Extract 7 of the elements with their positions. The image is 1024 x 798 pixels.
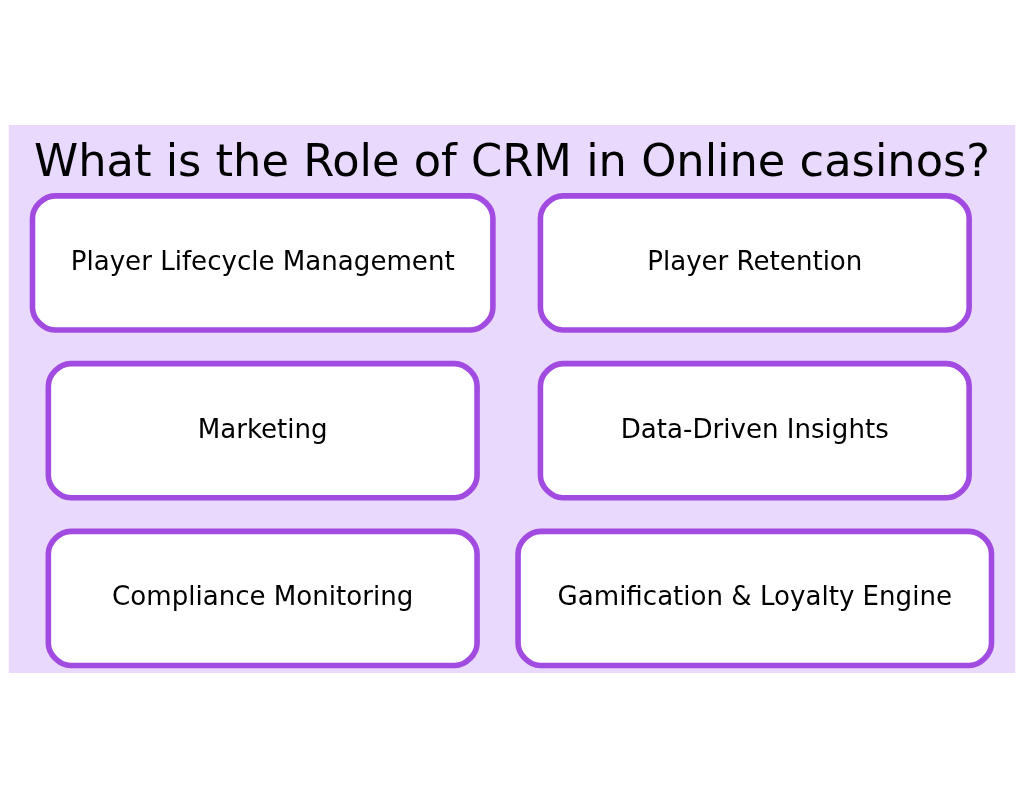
node-box: Player Retention — [537, 193, 972, 333]
diagram-title: What is the Role of CRM in Online casinos? — [33, 133, 991, 187]
node-box: Data-Driven Insights — [537, 360, 972, 501]
node-box: Compliance Monitoring — [45, 528, 480, 669]
node-box: Player Lifecycle Management — [29, 193, 496, 333]
node-box: Gamification & Loyalty Engine — [515, 528, 995, 669]
node-box: Marketing — [45, 360, 480, 501]
